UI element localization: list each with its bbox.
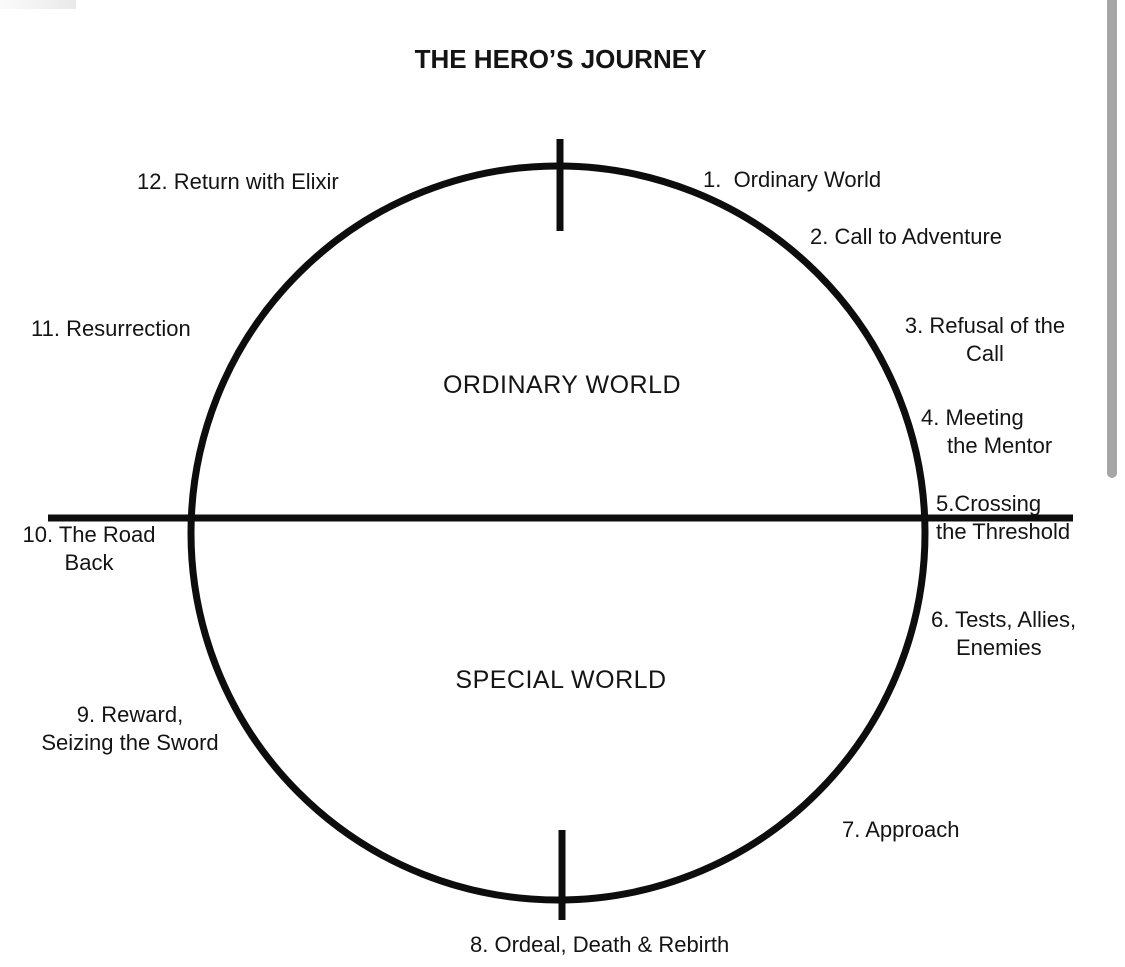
vertical-scrollbar-thumb[interactable]: [1107, 0, 1117, 478]
stage-label-the-road-back: 10. The Road Back: [0, 521, 178, 577]
stage-text: 4. Meeting: [921, 405, 1024, 430]
stage-text: the Mentor: [947, 433, 1053, 458]
stage-text: Back: [64, 550, 114, 575]
stage-text: 6. Tests, Allies,: [931, 607, 1077, 632]
stage-text: 7. Approach: [842, 817, 960, 842]
stage-label-resurrection: 11. Resurrection: [31, 315, 191, 343]
stage-label-approach: 7. Approach: [842, 816, 959, 844]
stage-text: the Threshold: [936, 519, 1071, 544]
stage-label-refusal-of-the-call: 3. Refusal of the Call: [883, 312, 1087, 368]
stage-text: 5.Crossing: [936, 491, 1042, 516]
stage-label-call-to-adventure: 2. Call to Adventure: [810, 223, 1002, 251]
stage-label-meeting-the-mentor: 4. Meeting the Mentor: [921, 404, 1052, 460]
stage-text: Enemies: [956, 635, 1042, 660]
stage-text: 3. Refusal of the: [904, 313, 1066, 338]
stage-text: 9. Reward,: [76, 702, 184, 727]
stage-label-ordinary-world: 1. Ordinary World: [703, 166, 881, 194]
stage-label-reward-seizing-the-sword: 9. Reward, Seizing the Sword: [16, 701, 244, 757]
stage-text: 10. The Road: [22, 522, 156, 547]
stage-label-ordeal-death-rebirth: 8. Ordeal, Death & Rebirth: [470, 931, 729, 959]
ordinary-world-label: ORDINARY WORLD: [442, 371, 682, 399]
stage-label-tests-allies-enemies: 6. Tests, Allies, Enemies: [931, 606, 1076, 662]
corner-artifact: [0, 0, 76, 9]
stage-text: 1. Ordinary World: [703, 167, 882, 192]
stage-label-return-with-elixir: 12. Return with Elixir: [137, 168, 339, 196]
journey-circle: [187, 162, 929, 904]
stage-text: 11. Resurrection: [31, 316, 191, 341]
stage-text: 12. Return with Elixir: [137, 169, 339, 194]
page-title: THE HERO’S JOURNEY: [414, 44, 707, 74]
stage-label-crossing-the-threshold: 5.Crossing the Threshold: [936, 490, 1070, 546]
stage-text: Seizing the Sword: [41, 730, 219, 755]
stage-text: 8. Ordeal, Death & Rebirth: [470, 932, 730, 957]
stage-text: Call: [966, 341, 1004, 366]
special-world-label: SPECIAL WORLD: [455, 666, 667, 694]
stage-text: 2. Call to Adventure: [810, 224, 1003, 249]
